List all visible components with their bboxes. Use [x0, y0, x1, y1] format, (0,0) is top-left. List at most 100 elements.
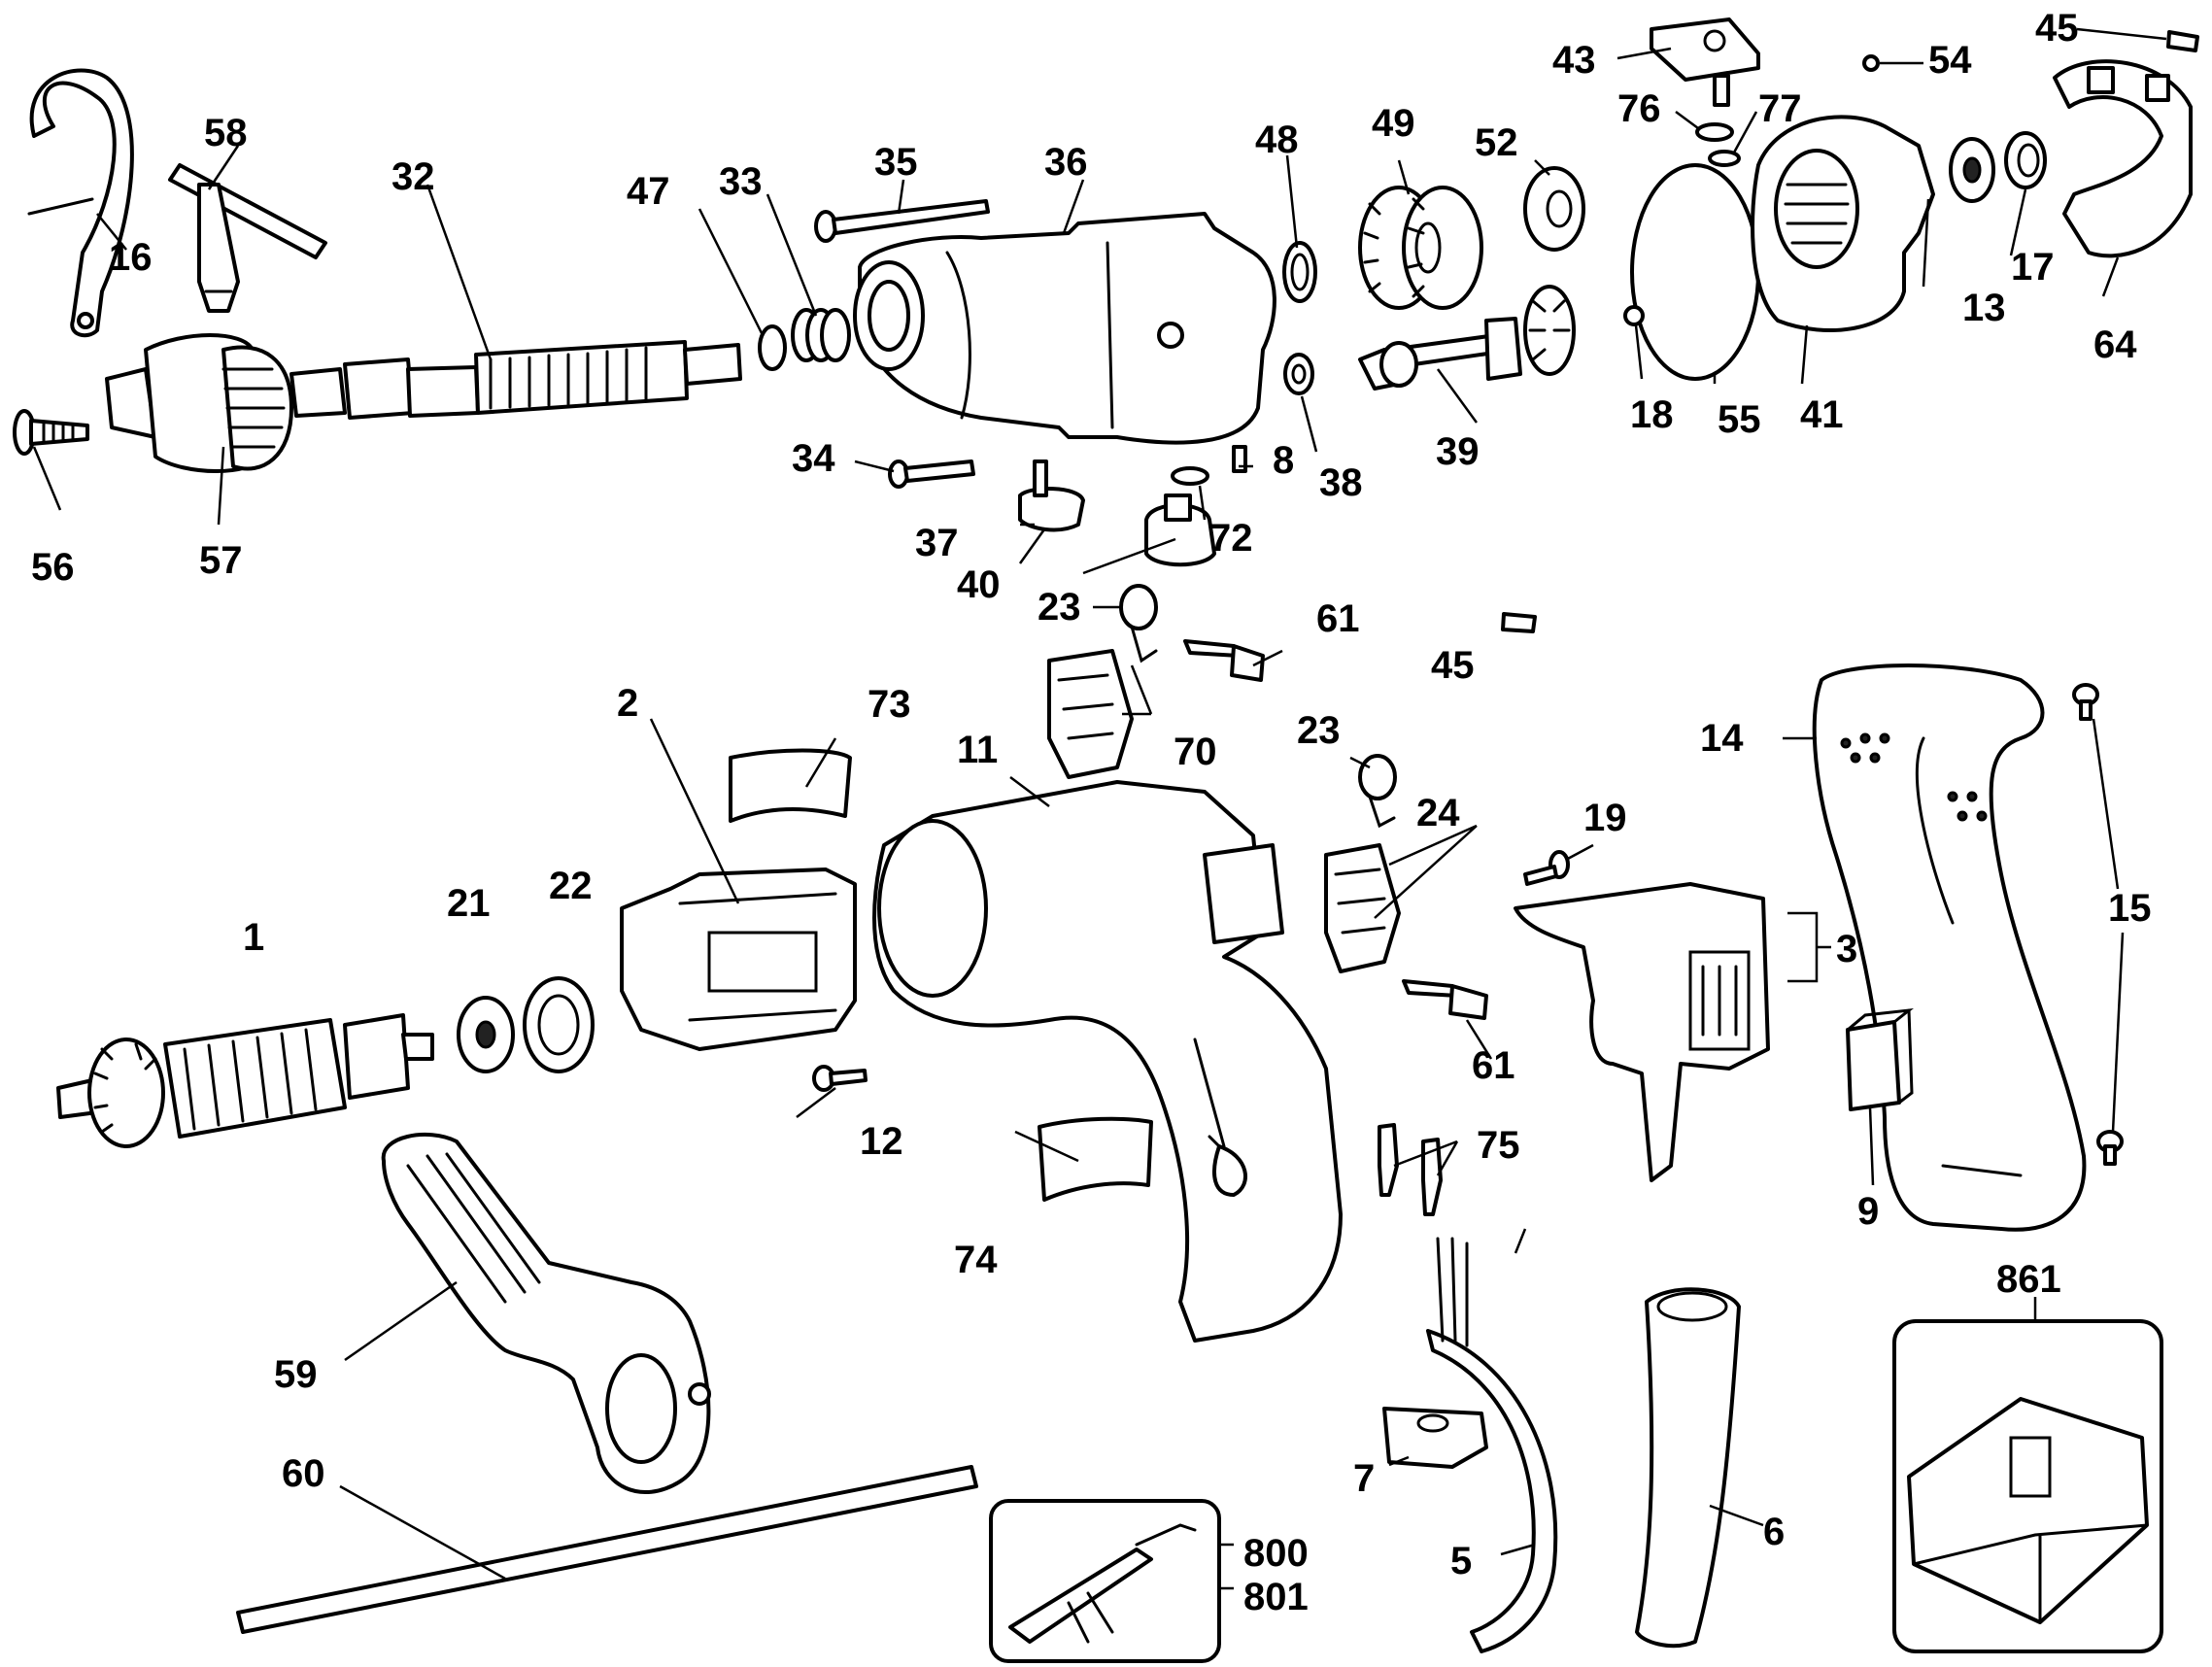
- label-48: 48: [1255, 119, 1299, 161]
- label-33: 33: [719, 160, 763, 203]
- part-76-washer: [1695, 122, 1734, 142]
- label-16: 16: [109, 236, 153, 279]
- part-2-field-stator: [620, 868, 857, 1051]
- label-19: 19: [1583, 797, 1627, 839]
- part-70-brush-holder: [1047, 649, 1134, 779]
- label-15: 15: [2108, 887, 2152, 930]
- part-861-case-inset: [1892, 1319, 2163, 1653]
- label-2: 2: [617, 682, 638, 725]
- part-73-label: [729, 748, 852, 823]
- label-76: 76: [1617, 87, 1661, 130]
- label-72: 72: [1209, 517, 1253, 560]
- label-70: 70: [1174, 731, 1217, 773]
- part-54-nut: [1862, 54, 1880, 72]
- label-9: 9: [1857, 1190, 1879, 1233]
- part-45-brush-top: [2166, 30, 2199, 52]
- label-57: 57: [199, 539, 243, 582]
- label-24: 24: [1416, 792, 1460, 834]
- part-24-brush-holder: [1324, 843, 1401, 973]
- part-60-depth-rod: [236, 1465, 978, 1634]
- label-52: 52: [1475, 121, 1518, 164]
- label-6: 6: [1763, 1511, 1785, 1553]
- leader-lines: [32, 27, 2167, 1590]
- part-49-gear-cluster: [1358, 186, 1483, 310]
- part-3-switch: [1514, 882, 1770, 1182]
- part-61-brush-lower: [1402, 979, 1488, 1020]
- label-37: 37: [915, 522, 959, 564]
- label-60: 60: [282, 1452, 325, 1495]
- label-1: 1: [243, 916, 264, 959]
- label-34: 34: [792, 437, 835, 480]
- label-49: 49: [1372, 102, 1415, 145]
- label-64: 64: [2093, 323, 2137, 366]
- part-18-ball: [1623, 305, 1645, 326]
- label-18: 18: [1630, 393, 1674, 436]
- label-45-middle: 45: [1431, 644, 1475, 687]
- part-12-screw: [812, 1065, 868, 1092]
- label-36: 36: [1044, 141, 1088, 184]
- label-59: 59: [274, 1353, 318, 1396]
- part-34-screw: [888, 459, 975, 489]
- label-23-lower: 23: [1297, 709, 1341, 752]
- part-15-screws: [2072, 683, 2124, 1166]
- label-40: 40: [957, 563, 1001, 606]
- part-37-lever: [1018, 459, 1085, 532]
- part-39-gear-shaft: [1358, 285, 1576, 391]
- part-75-terminals: [1378, 1123, 1443, 1216]
- label-41: 41: [1800, 393, 1844, 436]
- label-35: 35: [874, 141, 918, 184]
- part-5-power-cord: [1426, 1237, 1558, 1653]
- part-21-bearing: [457, 996, 515, 1073]
- part-52-gear: [1523, 166, 1585, 252]
- part-6-cord-protector: [1635, 1287, 1741, 1649]
- label-5: 5: [1450, 1540, 1472, 1582]
- label-17: 17: [2011, 246, 2055, 289]
- label-8: 8: [1273, 439, 1294, 482]
- part-22-bearing-sleeve: [523, 976, 595, 1073]
- label-45-top: 45: [2035, 7, 2079, 50]
- part-48-ring: [1282, 241, 1317, 303]
- part-36-gear-housing: [853, 212, 1276, 445]
- part-800-801-inset: [989, 1499, 1221, 1663]
- label-800: 800: [1243, 1532, 1309, 1575]
- label-75: 75: [1477, 1124, 1520, 1167]
- label-47: 47: [627, 170, 670, 213]
- part-41-front-housing: [1751, 115, 1935, 332]
- label-21: 21: [447, 882, 491, 925]
- label-23-upper: 23: [1038, 586, 1081, 629]
- label-3: 3: [1836, 928, 1857, 970]
- part-57-keyed-chuck: [105, 333, 293, 473]
- label-61-lower: 61: [1472, 1044, 1515, 1087]
- label-77: 77: [1758, 87, 1802, 130]
- label-32: 32: [391, 155, 435, 198]
- part-58-chuck-key: [168, 163, 327, 313]
- label-801: 801: [1243, 1576, 1309, 1618]
- label-73: 73: [868, 683, 911, 726]
- part-72-washer: [1171, 466, 1209, 486]
- part-11-motor-housing: [872, 780, 1343, 1343]
- label-38: 38: [1319, 461, 1363, 504]
- label-74: 74: [954, 1239, 998, 1281]
- part-55-o-ring: [1630, 163, 1760, 381]
- label-55: 55: [1718, 398, 1761, 441]
- part-16-key-holder: [27, 68, 134, 338]
- part-43-plate: [1650, 17, 1760, 107]
- part-17-ring: [2004, 131, 2047, 189]
- label-14: 14: [1700, 717, 1744, 760]
- label-11: 11: [957, 729, 998, 771]
- part-1-armature: [56, 1013, 434, 1148]
- label-861: 861: [1996, 1258, 2061, 1301]
- part-40-selector: [1144, 493, 1216, 567]
- label-22: 22: [549, 865, 593, 907]
- part-labels: 16 58 32 47 33 35 36 48 49 52 43 54 45 7…: [31, 7, 2152, 1618]
- label-43: 43: [1552, 39, 1596, 82]
- label-12: 12: [860, 1120, 903, 1163]
- part-19-screw: [1523, 850, 1570, 886]
- part-14-handle-cover: [1812, 663, 2087, 1232]
- part-61-brush: [1183, 639, 1265, 682]
- part-13-bearing: [1949, 137, 1995, 203]
- part-9-suppressor: [1846, 1007, 1914, 1111]
- part-7-cable-clamp: [1382, 1407, 1488, 1469]
- part-32-spindle: [289, 340, 742, 420]
